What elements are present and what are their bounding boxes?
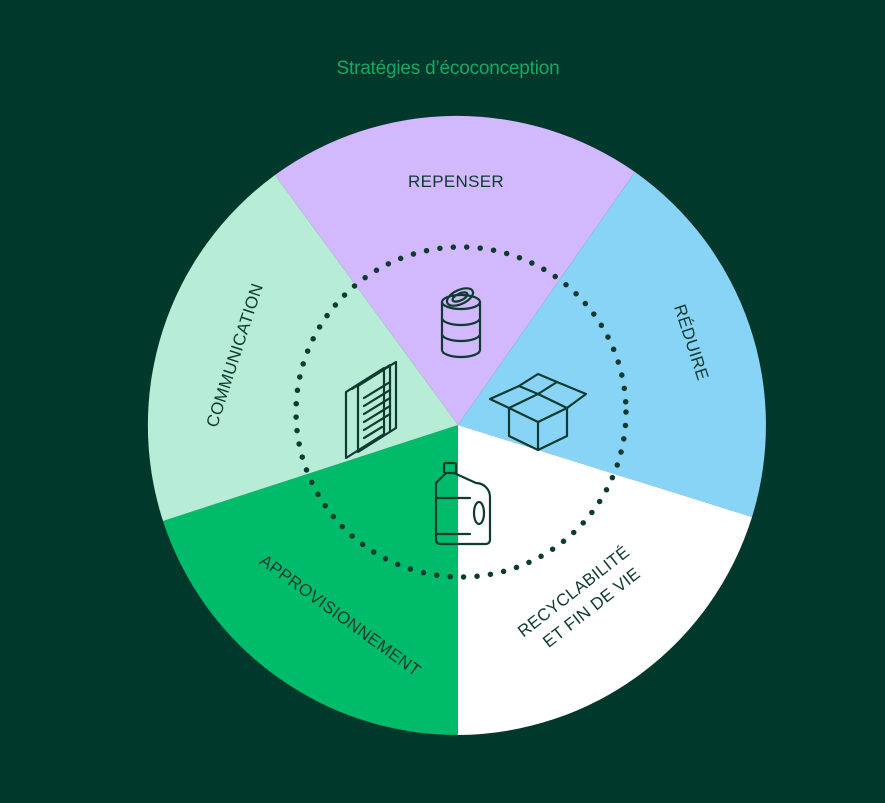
segment-repenser	[275, 115, 635, 425]
segment-approvisionnement	[163, 425, 458, 736]
bottle-icon	[434, 461, 492, 546]
label-repenser: REPENSER	[408, 172, 504, 191]
segment-recyclabilite	[458, 425, 752, 735]
dotted-ring	[293, 244, 629, 580]
segment-communication	[147, 175, 459, 521]
segment-reduire	[458, 172, 766, 517]
open-box-icon	[488, 372, 588, 452]
documents-icon	[344, 360, 398, 460]
diagram-title: Stratégies d’écoconception	[336, 58, 560, 79]
tin-can-icon	[440, 287, 482, 359]
